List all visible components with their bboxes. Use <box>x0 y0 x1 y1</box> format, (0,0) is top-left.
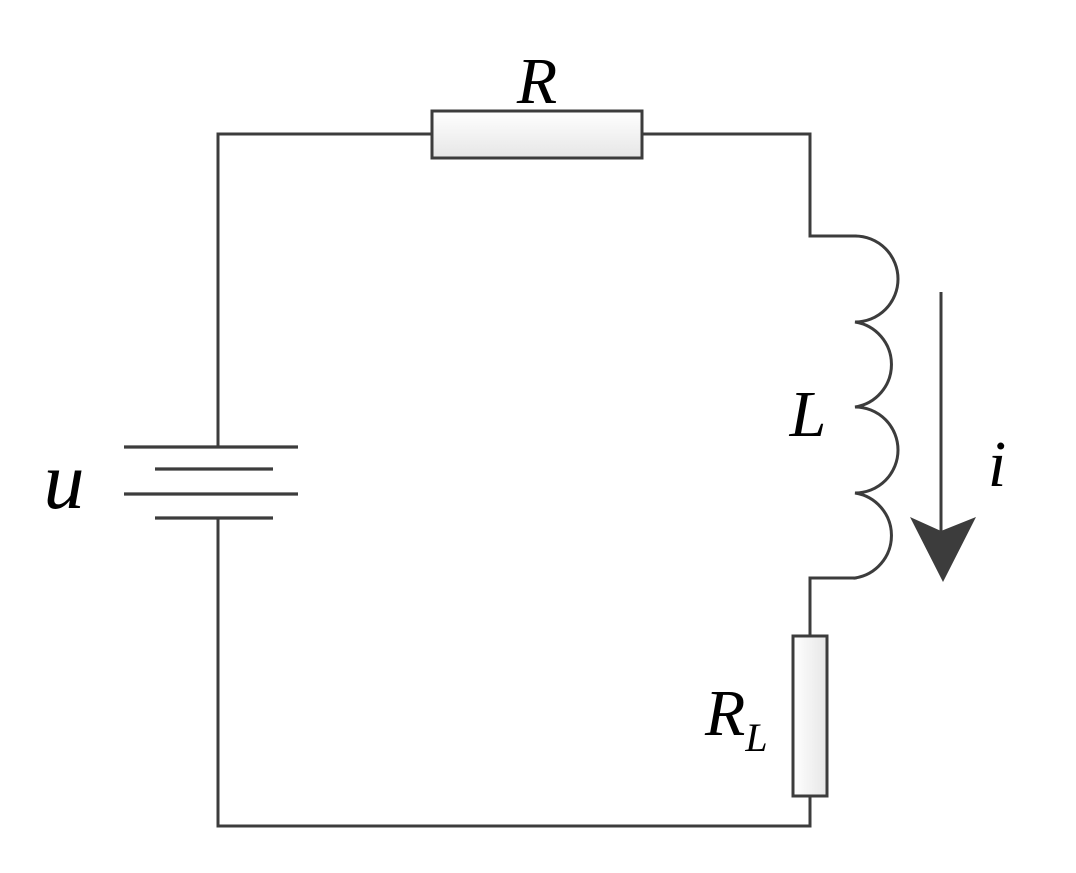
resistor-label: R <box>516 45 557 118</box>
load-resistor-label: RL <box>704 677 768 760</box>
current-arrow <box>910 292 976 582</box>
source-label: u <box>44 435 85 526</box>
inductor-label: L <box>789 378 827 451</box>
wires <box>216 132 857 828</box>
wire-left-top <box>216 132 434 449</box>
wire-bottom <box>216 516 812 828</box>
resistor-r <box>430 109 644 160</box>
inductor-l <box>853 234 900 580</box>
current-label: i <box>988 428 1006 501</box>
wire-top-right <box>640 132 857 238</box>
current-arrow-head <box>910 517 976 582</box>
wire-right-mid <box>808 576 857 638</box>
load-resistor-rl <box>791 634 829 798</box>
voltage-source <box>124 445 298 520</box>
